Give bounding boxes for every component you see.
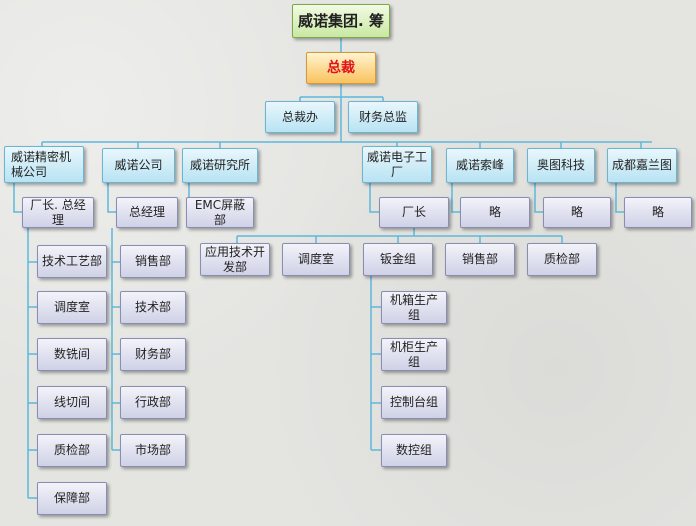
group-console: 控制台组 xyxy=(381,386,447,419)
dept-factory-sales: 销售部 xyxy=(445,243,515,276)
company-weinuo: 威诺公司 xyxy=(102,148,175,183)
head-weinuo-suofeng: 略 xyxy=(460,197,530,228)
ceo-box: 总裁 xyxy=(306,52,376,84)
company-weinuo-suofeng: 威诺索峰 xyxy=(446,148,514,183)
dept-factory-dispatch: 调度室 xyxy=(282,243,350,276)
group-chassis-production: 机箱生产组 xyxy=(381,291,447,324)
dept-finance: 财务部 xyxy=(120,338,186,371)
dept-factory-quality: 质检部 xyxy=(527,243,597,276)
dept-quality-inspection: 质检部 xyxy=(37,434,107,467)
head-electronics-factory: 厂长 xyxy=(379,197,449,228)
dept-wire-cutting: 线切间 xyxy=(37,386,107,419)
dept-sales: 销售部 xyxy=(120,245,186,278)
cfo-box: 财务总监 xyxy=(348,101,418,133)
dept-marketing: 市场部 xyxy=(120,434,186,467)
group-cabinet-production: 机柜生产组 xyxy=(381,338,447,371)
company-aotu-tech: 奥图科技 xyxy=(527,148,595,183)
company-precision-machinery: 威诺精密机械公司 xyxy=(4,146,84,183)
group-box: 威诺集团. 筹 xyxy=(292,4,390,38)
ceo-office-box: 总裁办 xyxy=(265,101,335,133)
company-electronics-factory: 威诺电子工厂 xyxy=(362,146,432,183)
company-research-institute: 威诺研究所 xyxy=(182,148,258,183)
dept-app-tech-dev: 应用技术开发部 xyxy=(200,243,270,276)
head-chengdu-jialantu: 略 xyxy=(624,197,692,228)
head-research-institute: EMC屏蔽部 xyxy=(186,197,254,228)
head-aotu-tech: 略 xyxy=(543,197,611,228)
head-weinuo: 总经理 xyxy=(116,197,178,228)
dept-sheet-metal: 钣金组 xyxy=(363,243,433,276)
company-chengdu-jialantu: 成都嘉兰图 xyxy=(607,148,677,183)
head-precision-machinery: 厂长. 总经理 xyxy=(22,197,94,228)
dept-tech-process: 技术工艺部 xyxy=(37,245,107,278)
dept-support: 保障部 xyxy=(37,482,107,515)
dept-administration: 行政部 xyxy=(120,386,186,419)
dept-dispatch-room: 调度室 xyxy=(37,291,107,324)
group-cnc: 数控组 xyxy=(381,434,447,467)
dept-cnc-milling: 数铣间 xyxy=(37,338,107,371)
dept-technology: 技术部 xyxy=(120,291,186,324)
